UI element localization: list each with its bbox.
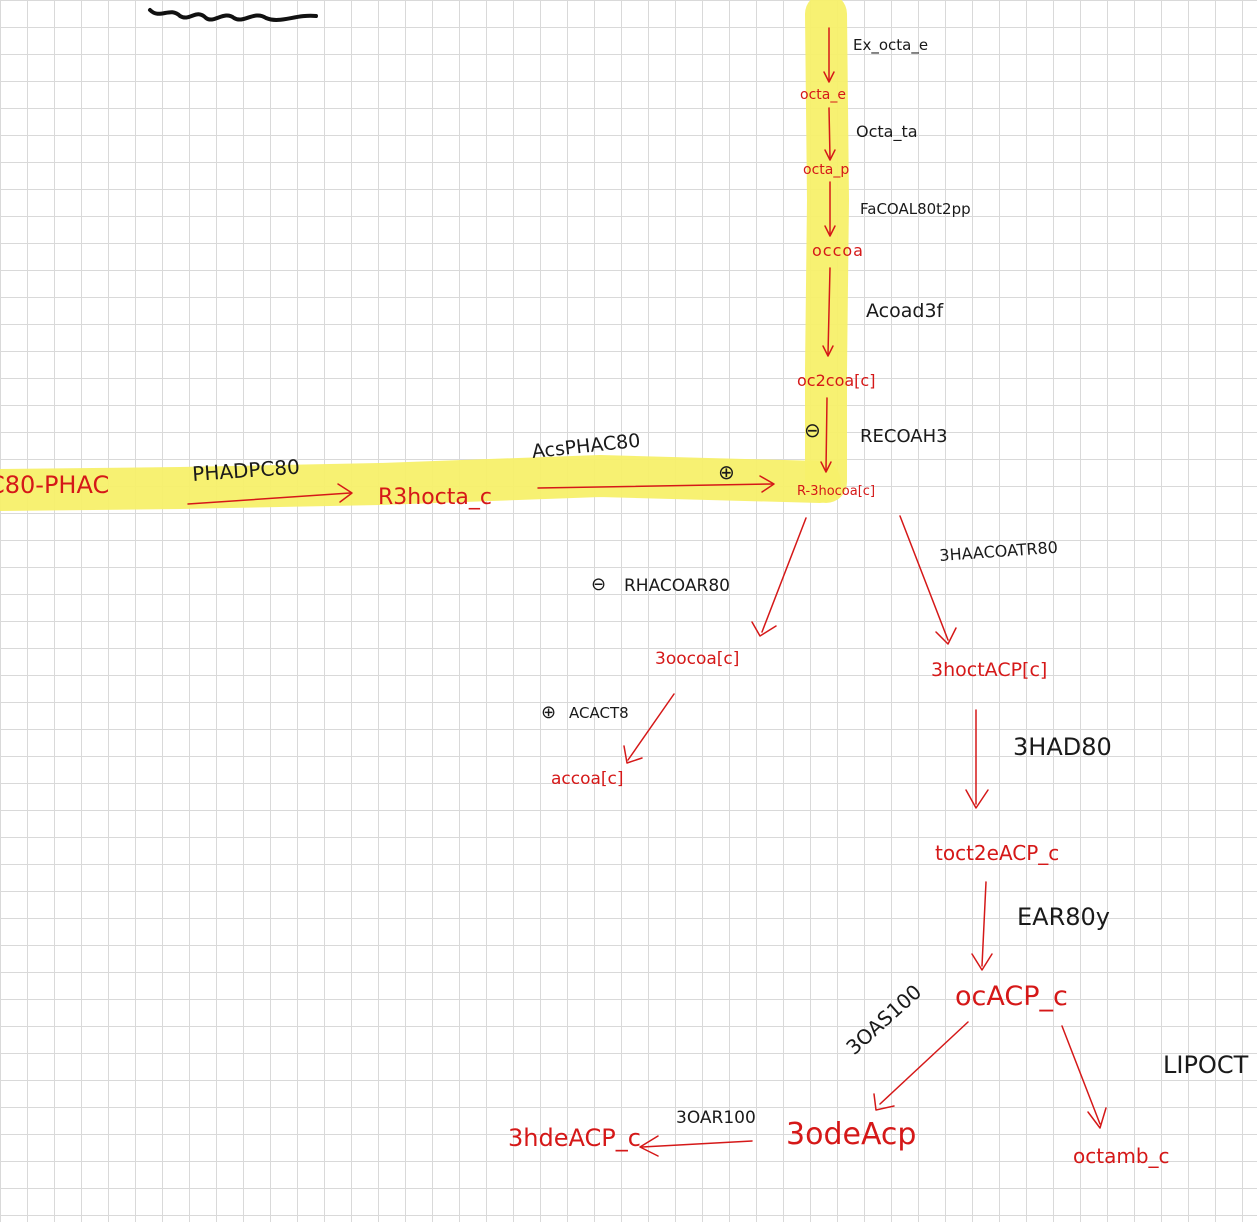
arrow-lipoct [1061, 1025, 1107, 1129]
reaction-acoad: Acoad3f [866, 300, 944, 322]
reaction-lipoct: LIPOCT [1163, 1051, 1249, 1079]
highlight-stroke-horizontal [0, 455, 841, 511]
arrow-octat [824, 107, 836, 161]
reaction-octat: Octa_ta [856, 122, 918, 141]
arrow-3haacoatr [899, 515, 957, 645]
metabolite-accoa: accoa[c] [551, 769, 624, 789]
metabolite-3oocoa: 3oocoa[c] [655, 649, 740, 669]
reaction-acact: ACACT8 [569, 704, 629, 722]
arrow-recoa [820, 397, 832, 473]
metabolite-occoa: occoa [812, 241, 864, 260]
sign-plus-acsphac: ⊕ [718, 460, 735, 484]
metabolite-r3hocta: R3hocta_c [378, 485, 492, 510]
arrow-3had [965, 709, 989, 809]
metabolite-toct2eacp: toct2eACP_c [935, 841, 1060, 865]
arrow-rhacoar [751, 517, 807, 637]
arrow-facoa [824, 181, 836, 237]
arrow-ex-octa [823, 27, 835, 83]
metabolite-3hdeacp: 3hdeACP_c [508, 1124, 641, 1152]
arrow-acsphac [537, 475, 775, 493]
sign-plus-acact: ⊕ [541, 702, 557, 723]
reaction-3oar: 3OAR100 [676, 1108, 756, 1128]
reaction-facoa: FaCOAL80t2pp [860, 200, 971, 218]
reaction-3had: 3HAD80 [1013, 733, 1112, 761]
reaction-rhacoar: RHACOAR80 [624, 576, 730, 596]
metabolite-oc2coa: oc2coa[c] [797, 371, 876, 390]
arrow-3oar [639, 1135, 753, 1157]
reaction-ear: EAR80y [1017, 903, 1110, 931]
metabolite-3hoctacp: 3hoctACP[c] [931, 659, 1048, 681]
metabolite-octa-p: octa_p [803, 162, 850, 178]
metabolite-octamb: octamb_c [1073, 1144, 1170, 1168]
arrow-phadpc [187, 483, 353, 505]
arrow-ear [971, 881, 993, 971]
metabolite-3odeacp: 3odeAcp [786, 1117, 917, 1152]
reaction-recoa: RECOAH3 [860, 426, 948, 447]
arrow-acoad [822, 267, 834, 357]
metabolite-octa-e: octa_e [800, 87, 846, 103]
metabolite-c80-phac: C80-PHAC [0, 471, 110, 499]
sign-minus-rhacoar: ⊖ [591, 574, 607, 595]
arrow-3oas [873, 1021, 969, 1111]
reaction-ex-octa: Ex_octa_e [853, 36, 929, 54]
metabolite-ocacp: ocACP_c [955, 981, 1068, 1012]
arrow-acact [623, 693, 675, 764]
title-scribble [148, 8, 318, 22]
sign-minus-recoa: ⊖ [804, 418, 821, 442]
metabolite-r3hocoa: R-3hocoa[c] [797, 484, 876, 499]
